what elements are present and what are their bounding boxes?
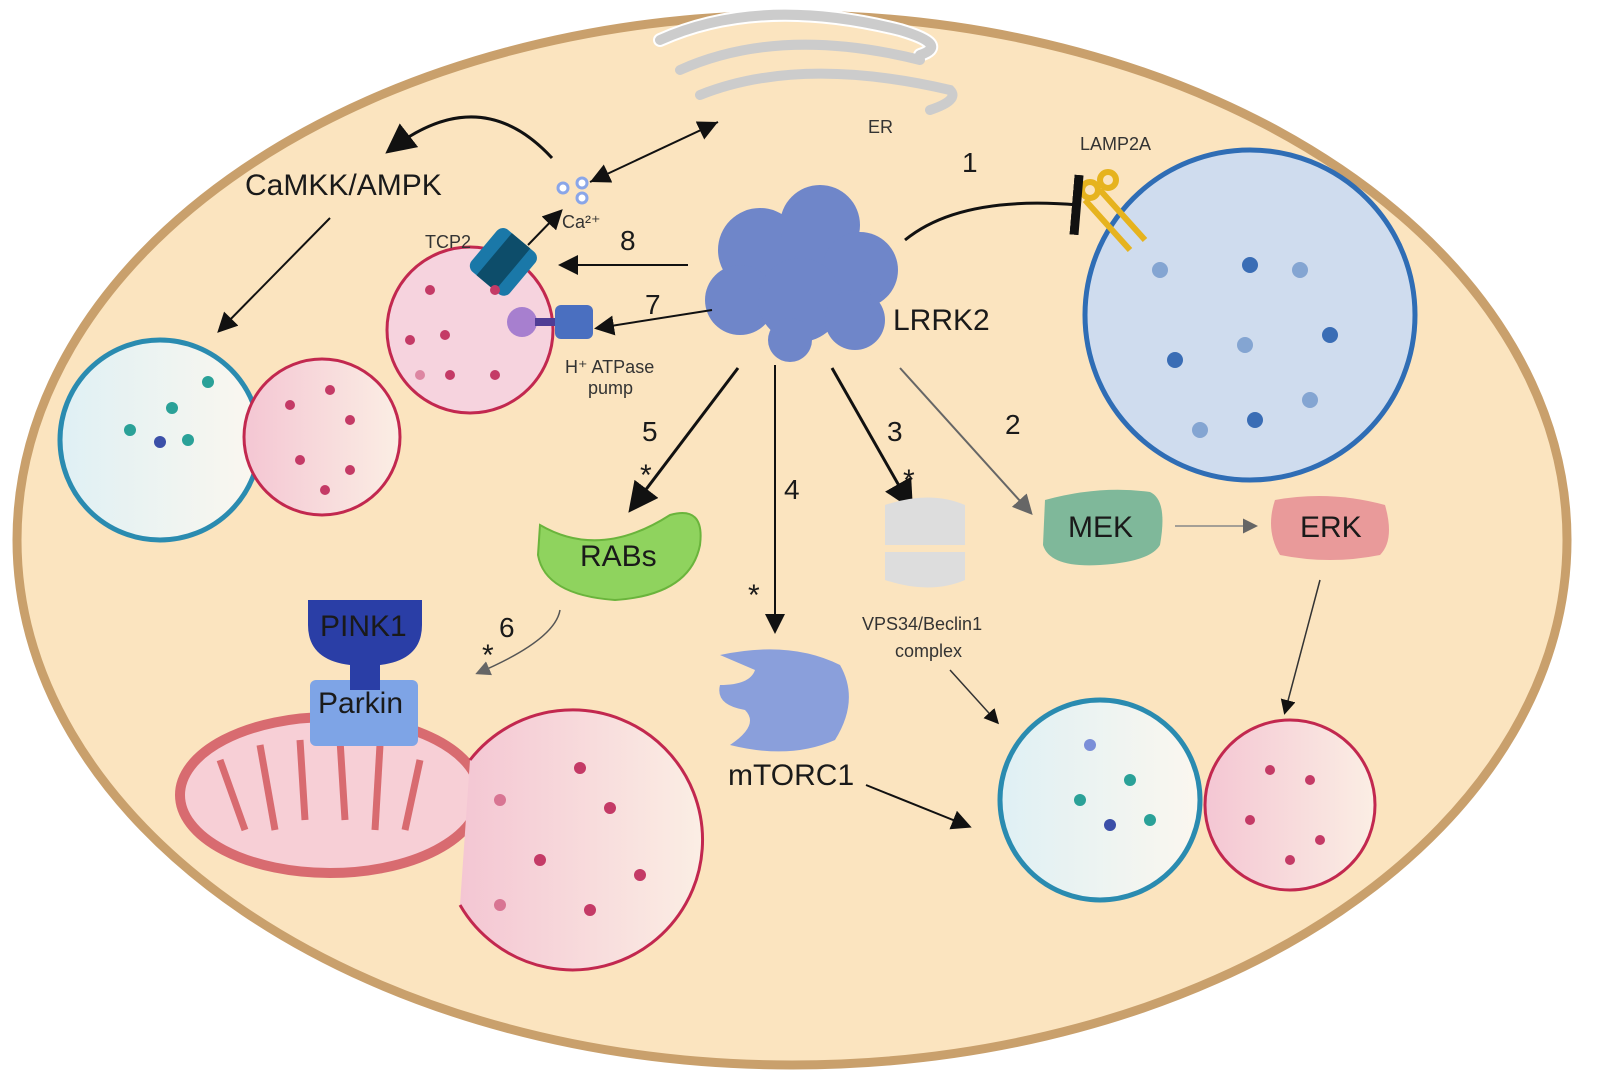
parkin-box <box>310 680 418 746</box>
calcium-icon <box>556 176 589 205</box>
ca-er-arrow <box>589 121 719 183</box>
arrow-2 <box>899 367 1033 515</box>
asterisk-6: * <box>482 639 494 672</box>
mitochondrion-cristae <box>216 739 424 832</box>
mtorc1-label: mTORC1 <box>728 759 854 792</box>
lysosome-fusing-left <box>242 357 402 517</box>
lamp2a-label: LAMP2A <box>1080 134 1151 154</box>
mek-label: MEK <box>1068 511 1133 544</box>
pathway-number-5: 5 <box>642 416 658 447</box>
parkin-label: Parkin <box>318 687 403 720</box>
vps34-label: VPS34/Beclin1 <box>862 614 982 634</box>
pathway-number-7: 7 <box>645 289 661 320</box>
pathway-numbers: 1 2 3 4 5 6 7 8 * * * * <box>482 147 1021 672</box>
tcp2-channel-icon <box>469 228 537 296</box>
pathway-number-8: 8 <box>620 225 636 256</box>
arrow-6 <box>475 609 561 676</box>
autophagosome-right <box>997 697 1203 903</box>
tcp2-label: TCP2 <box>425 232 471 252</box>
cargo-left <box>124 376 214 448</box>
camkk-to-autophagy-arrow <box>217 217 331 333</box>
erk-label: ERK <box>1300 511 1362 544</box>
calcium-label: Ca²⁺ <box>562 212 601 232</box>
pathway-number-1: 1 <box>962 147 978 178</box>
er-label: ER <box>868 117 893 137</box>
arrow-1-inhibit-lamp2a <box>904 174 1084 242</box>
pink1-label: PINK1 <box>320 610 407 643</box>
pathway-number-3: 3 <box>887 416 903 447</box>
complex-label: complex <box>895 641 962 661</box>
er-icon <box>653 7 958 115</box>
arrow-5 <box>628 367 740 513</box>
lysosome-lamp2a <box>1082 147 1418 483</box>
rabs-label: RABs <box>580 540 657 573</box>
camkk-ampk-label: CaMKK/AMPK <box>245 169 442 202</box>
ca-to-camkk-arrow <box>385 115 554 160</box>
h-atpase-label: H⁺ ATPase <box>565 357 654 377</box>
cargo-right <box>1074 739 1156 831</box>
lrrk2-protein-icon <box>705 185 898 362</box>
tcp2-to-ca-arrow <box>527 209 563 246</box>
lysosome-fusing-right <box>1203 718 1377 892</box>
vps34-to-autophagy-arrow <box>949 669 1000 725</box>
h-atpase-pump-icon <box>507 305 593 339</box>
mtorc1-to-autophagy-arrow <box>865 784 972 830</box>
pathway-number-6: 6 <box>499 612 515 643</box>
lysosome-bottom <box>458 708 705 972</box>
erk-to-autophagy-arrow <box>1280 579 1321 715</box>
pathway-number-4: 4 <box>784 474 800 505</box>
asterisk-5: * <box>640 459 652 492</box>
arrow-7 <box>594 309 713 336</box>
mtorc1-shape <box>719 649 849 752</box>
asterisk-4: * <box>748 579 760 612</box>
lysosome-bottom-enzymes <box>494 762 646 916</box>
lamp2a-enzymes <box>1152 257 1338 438</box>
asterisk-3: * <box>903 464 915 497</box>
vps34-beclin1-complex-icon <box>885 497 965 588</box>
lrrk2-label: LRRK2 <box>893 304 990 337</box>
erk-shape <box>1271 496 1389 560</box>
pump-label: pump <box>588 378 633 398</box>
mek-shape <box>1043 489 1163 566</box>
pathway-number-2: 2 <box>1005 409 1021 440</box>
arrow-3 <box>830 367 913 511</box>
lysosome-enzymes <box>405 285 500 380</box>
pink1-shape <box>308 600 422 690</box>
rabs-shape <box>536 512 702 602</box>
